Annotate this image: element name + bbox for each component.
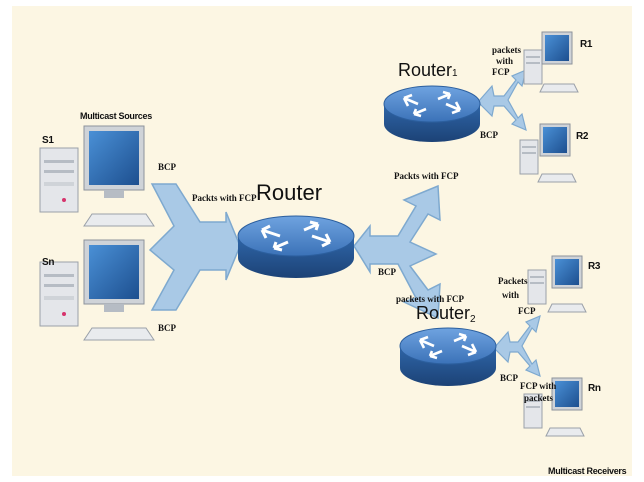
- computer-sn-icon: [39, 239, 155, 341]
- bcp-router2-label: BCP: [500, 373, 518, 383]
- fcp-packets-rn-line2: packets: [524, 393, 553, 403]
- computer-r1-icon: [523, 31, 579, 93]
- multicast-receivers-label: Multicast Receivers: [548, 466, 627, 476]
- sn-label: Sn: [42, 257, 55, 268]
- s1-label: S1: [42, 135, 54, 146]
- packets-fcp-right-label: Packts with FCP: [394, 171, 459, 181]
- packets-fcp-r2-label: packets with FCP: [396, 294, 464, 304]
- bcp-router1-label: BCP: [480, 130, 498, 140]
- router1-label: Router1: [398, 60, 458, 81]
- packets-fcp-r1-line3: FCP: [492, 67, 510, 77]
- r3-label: R3: [588, 261, 601, 272]
- computer-s1-icon: [39, 125, 155, 227]
- flow-arrow-router2: [493, 314, 541, 378]
- packets-fcp-r1-line1: packets: [492, 45, 521, 55]
- router1-name: Router: [398, 60, 453, 80]
- flow-arrow-router1: [477, 68, 527, 132]
- computer-r2-icon: [519, 123, 577, 183]
- r2-label: R2: [576, 131, 589, 142]
- bcp-top-left-label: BCP: [158, 162, 176, 172]
- router1-subscript: 1: [452, 68, 458, 79]
- packets-r3-line2: with: [502, 290, 520, 300]
- computer-r3-icon: [527, 255, 587, 313]
- packets-fcp-r1-line2: with: [496, 56, 514, 66]
- router2-label: Router2: [416, 303, 476, 325]
- packets-r3-line3: FCP: [518, 306, 536, 316]
- r1-label: R1: [580, 39, 593, 50]
- bcp-core-right-label: BCP: [378, 267, 396, 277]
- core-router-label: Router: [256, 180, 323, 205]
- packets-fcp-center-label: Packts with FCP: [192, 193, 257, 203]
- core-router-icon: [237, 215, 355, 278]
- router2-icon: [399, 327, 497, 386]
- rn-label: Rn: [588, 383, 601, 394]
- multicast-sources-label: Multicast Sources: [80, 111, 152, 121]
- router2-subscript: 2: [470, 314, 476, 325]
- packets-r3-line1: Packets: [498, 276, 528, 286]
- flow-arrow-sources: [148, 183, 241, 311]
- router2-name: Router: [416, 303, 471, 323]
- fcp-packets-rn-line1: FCP with: [520, 381, 557, 391]
- router1-icon: [383, 85, 481, 142]
- computer-rn-icon: [523, 377, 585, 437]
- bcp-bottom-left-label: BCP: [158, 323, 176, 333]
- flow-arrow-core-out: [353, 184, 441, 320]
